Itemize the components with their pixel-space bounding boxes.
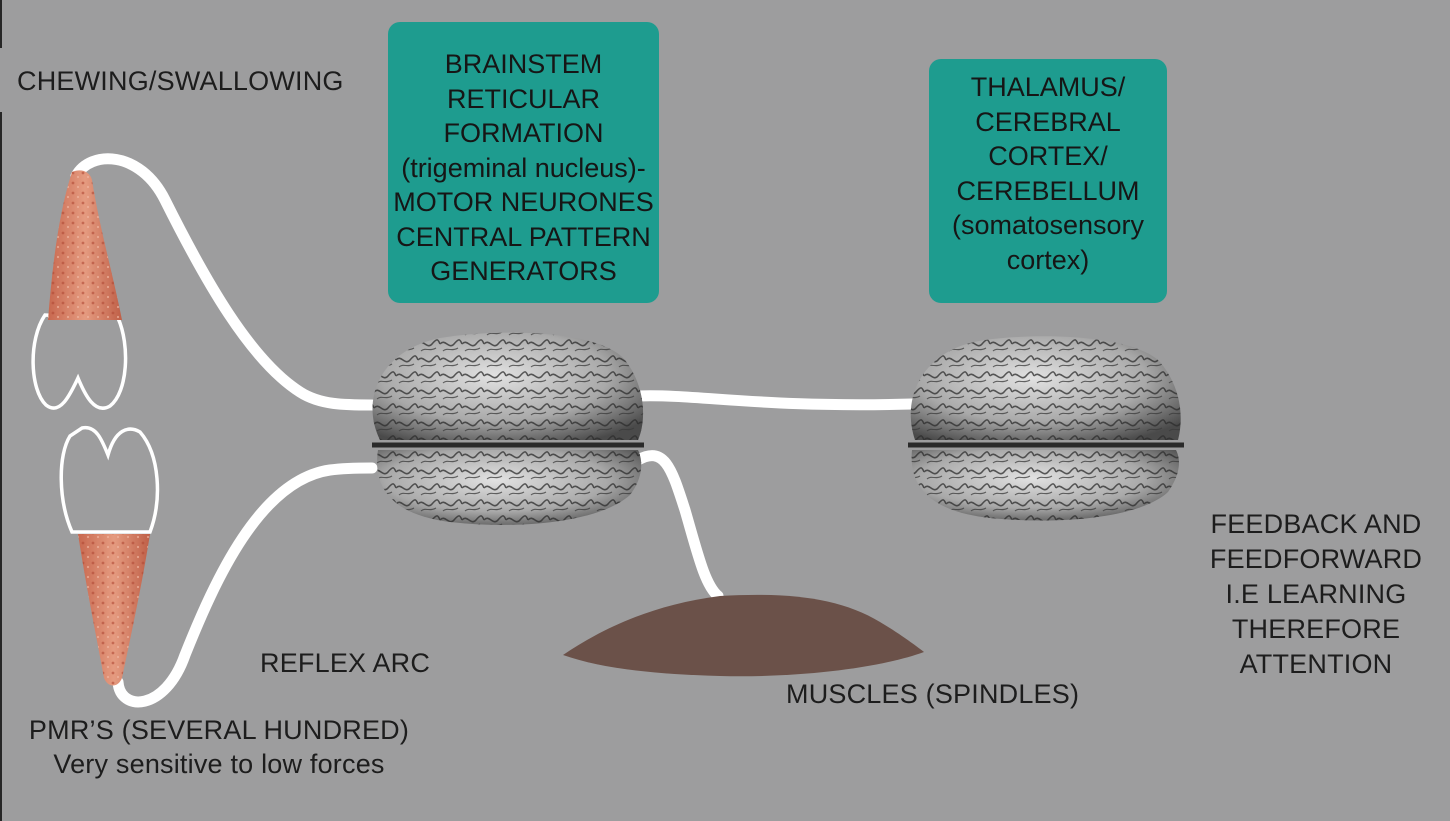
thalamus-line: THALAMUS/ [970,72,1126,102]
brainstem-line: MOTOR NEURONES [393,187,654,217]
brainstem-line: CENTRAL PATTERN [396,221,651,252]
thalamus-line: (somatosensory [951,210,1145,240]
brainstem-line: FORMATION [443,118,604,148]
brainstem-line: RETICULAR [446,83,601,114]
brain-connection-path [632,390,918,411]
left-edge-mark [0,0,2,48]
upper-tooth [31,170,128,410]
left-edge-line [0,112,2,821]
lower-afferent-path [112,462,378,708]
pmr-subtitle: Very sensitive to low forces [53,749,385,779]
muscle-shape [563,594,924,677]
upper-afferent-path [70,153,378,411]
brainstem-line: GENERATORS [430,256,617,286]
feedback-line: FEEDFORWARD [1209,544,1423,574]
reflex-arc-label: REFLEX ARC [260,648,431,678]
thalamus-line: CEREBRAL [975,106,1121,137]
thalamus-box: THALAMUS/ CEREBRAL CORTEX/ CEREBELLUM (s… [929,59,1167,303]
thalamus-line: CEREBELLUM [956,175,1140,206]
chewing-swallowing-label: CHEWING/SWALLOWING [17,66,344,96]
motor-efferent-path [632,450,724,602]
brain-right [908,336,1184,521]
brainstem-line: (trigeminal nucleus)- [401,152,646,183]
feedback-line: THEREFORE [1231,614,1401,644]
pmr-label: PMR’S (SEVERAL HUNDRED) Very sensitive t… [14,713,424,781]
feedback-line: I.E LEARNING [1225,579,1407,609]
thalamus-line: CORTEX/ [988,141,1108,171]
brain-left [372,332,644,525]
lower-tooth [59,425,160,686]
brainstem-box: BRAINSTEM RETICULAR FORMATION (trigemina… [388,22,659,303]
pmr-title: PMR’S (SEVERAL HUNDRED) [28,715,410,745]
muscles-label: MUSCLES (SPINDLES) [786,679,1080,709]
upper-tooth-crown [31,313,128,410]
lower-tooth-crown [59,425,160,534]
feedback-line: ATTENTION [1239,649,1393,679]
nerve-pathways [70,153,918,708]
brainstem-line: BRAINSTEM [444,49,603,79]
feedback-label: FEEDBACK AND FEEDFORWARD I.E LEARNING TH… [1196,507,1436,682]
feedback-line: FEEDBACK AND [1210,509,1422,539]
thalamus-line: cortex) [1006,244,1090,275]
